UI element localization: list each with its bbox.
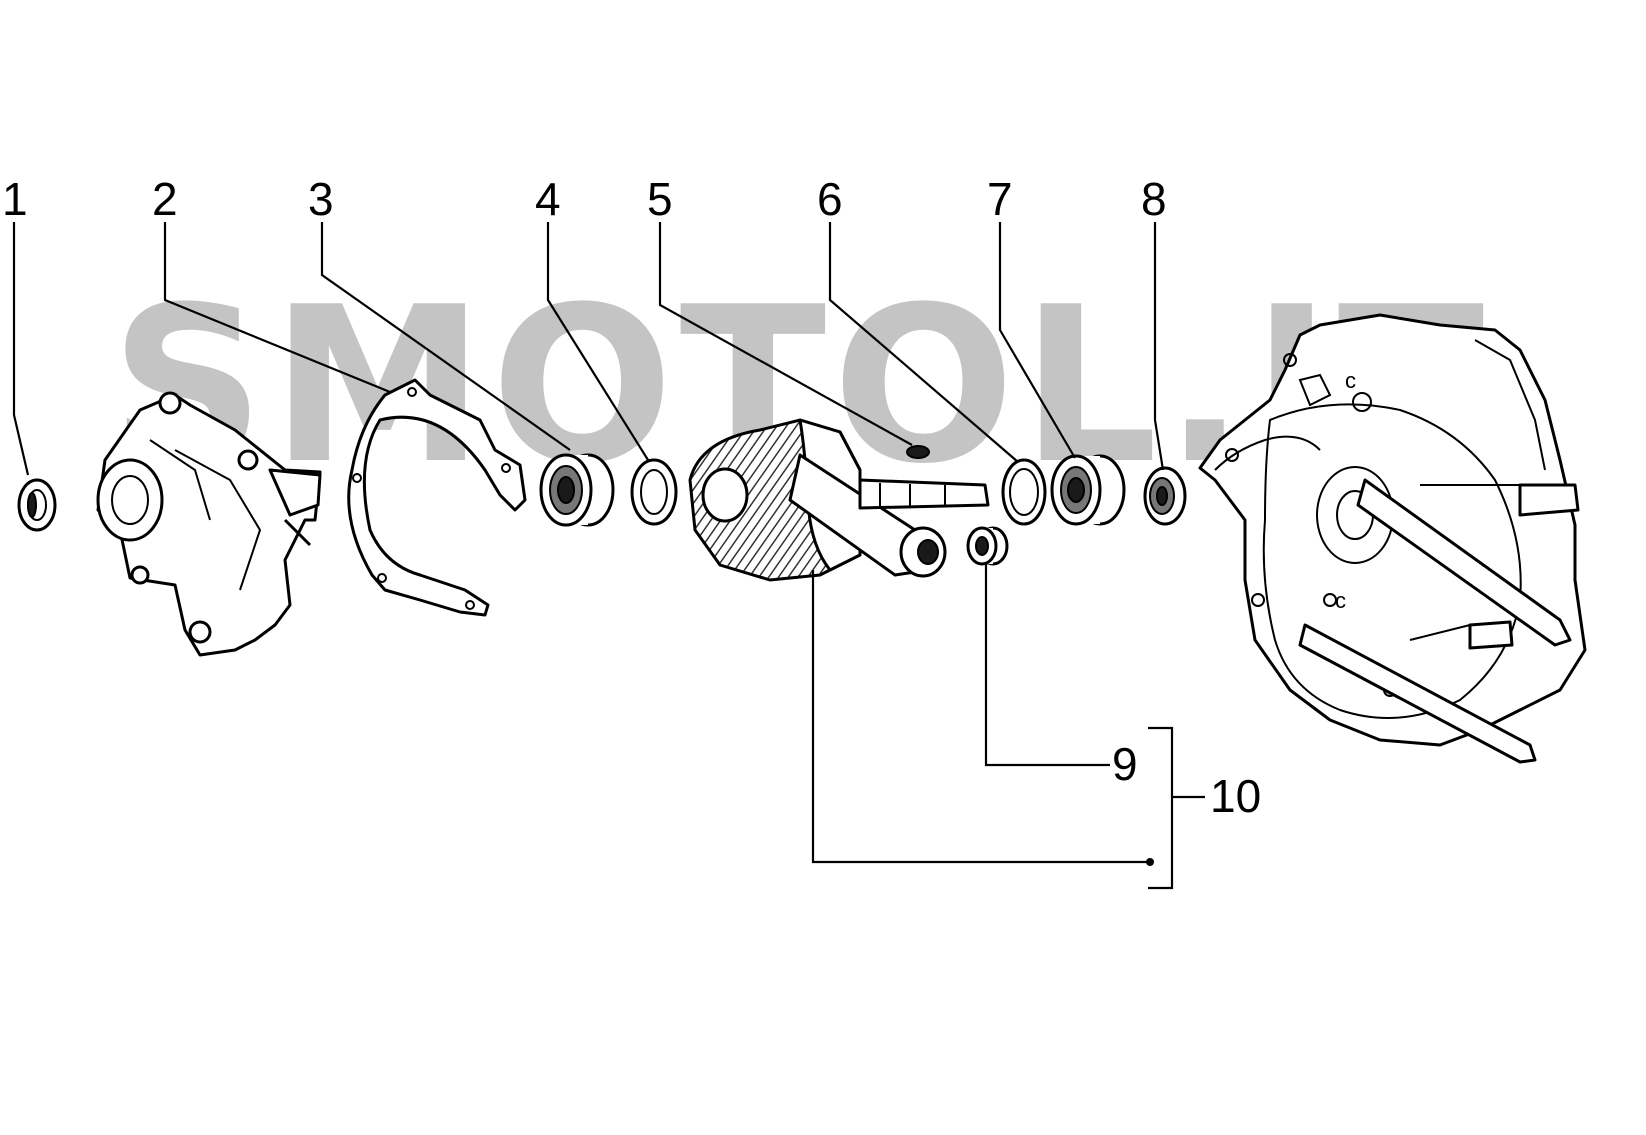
oil-seal-left-part	[17, 478, 57, 532]
svg-text:c: c	[1335, 588, 1346, 613]
bearing-right-part	[1050, 454, 1126, 526]
callout-1: 1	[2, 173, 28, 225]
callout-9: 9	[1112, 738, 1138, 790]
washer-left-part	[630, 458, 678, 526]
callout-4: 4	[535, 173, 561, 225]
callout-labels: 1 2 3 4 5 6 7 8 9 10	[2, 173, 1261, 822]
leader-lines	[12, 222, 1205, 890]
callout-3: 3	[308, 173, 334, 225]
crankshaft-key-part	[906, 445, 930, 459]
callout-5: 5	[647, 173, 673, 225]
bearing-left-part	[539, 453, 615, 527]
callout-10: 10	[1210, 770, 1261, 822]
svg-text:c: c	[1345, 368, 1356, 393]
crankshaft-part	[688, 418, 990, 582]
gasket-part	[347, 378, 527, 617]
crankcase-half-right-part: c c	[1198, 313, 1587, 764]
oil-seal-right-part	[1143, 466, 1187, 526]
callout-8: 8	[1141, 173, 1167, 225]
callout-7: 7	[987, 173, 1013, 225]
callout-2: 2	[152, 173, 178, 225]
callout-6: 6	[817, 173, 843, 225]
small-end-bushing-part	[966, 526, 1009, 566]
shim-ring-part	[1001, 458, 1047, 526]
crankcase-half-left-part	[96, 391, 322, 657]
